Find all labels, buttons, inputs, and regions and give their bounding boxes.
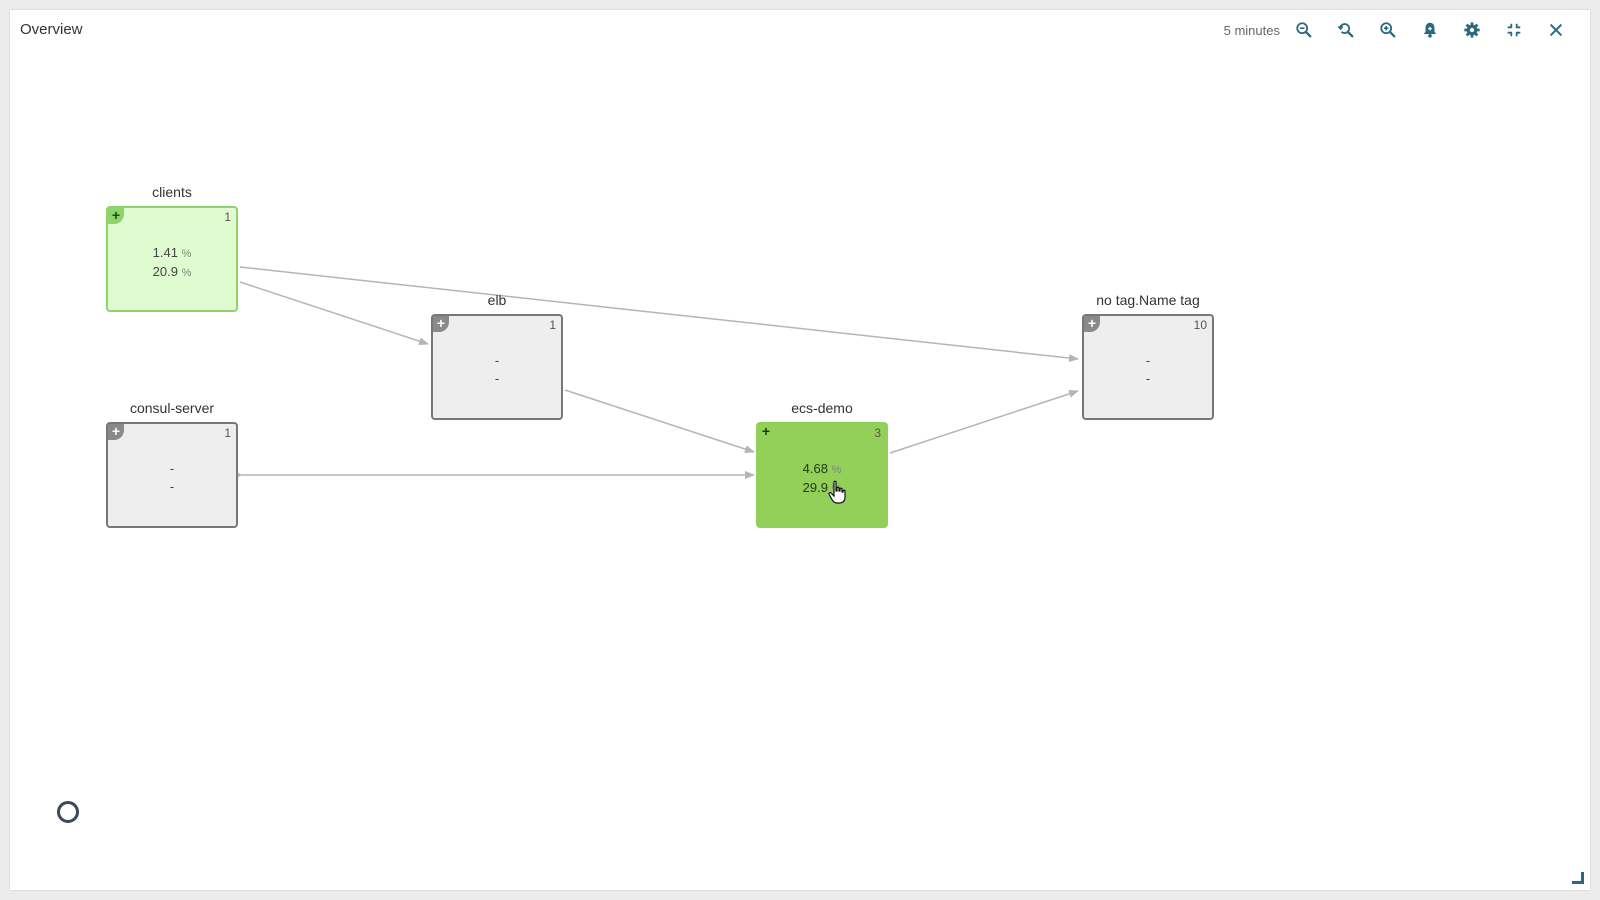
node-box[interactable]: + 1 1.41 % 20.9 % xyxy=(106,206,238,312)
collapse-button[interactable] xyxy=(1502,18,1526,42)
metric-1-value: - xyxy=(494,353,500,368)
node-box[interactable]: + 10 - - xyxy=(1082,314,1214,420)
edge-clients-elb[interactable] xyxy=(239,281,429,345)
time-range-label[interactable]: 5 minutes xyxy=(1223,22,1280,38)
node-metrics: 4.68 % 29.9 % xyxy=(758,460,886,498)
instance-count: 1 xyxy=(224,426,231,440)
resize-handle-icon[interactable] xyxy=(1572,872,1584,884)
close-button[interactable] xyxy=(1544,18,1568,42)
node-name: elb xyxy=(487,292,507,308)
metric-1-value: 1.41 xyxy=(152,245,178,260)
metric-1-unit: % xyxy=(831,464,842,476)
metric-2-value: - xyxy=(494,371,500,386)
expand-plus-icon[interactable]: + xyxy=(108,424,124,440)
node-metrics: 1.41 % 20.9 % xyxy=(108,244,236,282)
metric-1-value: - xyxy=(169,461,175,476)
panel-header: Overview 5 minutes xyxy=(10,10,1590,50)
hand-cursor-icon xyxy=(828,480,846,504)
node-ecs-demo[interactable]: ecs-demo + 3 4.68 % 29.9 % xyxy=(756,400,888,528)
node-elb[interactable]: elb + 1 - - xyxy=(431,292,563,420)
reset-zoom-icon xyxy=(1337,23,1354,38)
collapse-icon xyxy=(1507,23,1521,37)
node-box[interactable]: + 3 4.68 % 29.9 % xyxy=(756,422,888,528)
instance-count: 1 xyxy=(224,210,231,224)
metric-2-value: - xyxy=(1145,371,1151,386)
metric-1-value: 4.68 xyxy=(802,461,828,476)
alerts-button[interactable] xyxy=(1418,18,1442,42)
instance-count: 10 xyxy=(1193,318,1207,332)
alert-bell-icon xyxy=(1423,22,1437,38)
metric-2-value: - xyxy=(169,479,175,494)
node-name: no tag.Name tag xyxy=(1096,292,1200,308)
metric-2-unit: % xyxy=(181,267,192,279)
node-name: clients xyxy=(152,184,192,200)
node-box[interactable]: + 1 - - xyxy=(431,314,563,420)
service-map-canvas[interactable]: clients + 1 1.41 % 20.9 % elb + 1 - - xyxy=(10,10,1590,890)
node-consul-server[interactable]: consul-server + 1 - - xyxy=(106,400,238,528)
node-name: ecs-demo xyxy=(791,400,853,416)
node-metrics: - - xyxy=(433,352,561,388)
expand-plus-icon[interactable]: + xyxy=(108,208,124,224)
expand-plus-icon[interactable]: + xyxy=(433,316,449,332)
expand-plus-icon[interactable]: + xyxy=(1084,316,1100,332)
metric-2-value: 29.9 xyxy=(802,480,828,495)
gear-icon xyxy=(1464,22,1480,38)
toolbar: 5 minutes xyxy=(1224,18,1568,42)
node-box[interactable]: + 1 - - xyxy=(106,422,238,528)
expand-plus-icon[interactable]: + xyxy=(761,423,771,439)
close-icon xyxy=(1549,23,1563,37)
zoom-in-button[interactable] xyxy=(1376,18,1400,42)
edge-ecsdemo-notag[interactable] xyxy=(889,390,1079,454)
metric-1-value: - xyxy=(1145,353,1151,368)
zoom-in-icon xyxy=(1380,22,1396,38)
instance-count: 3 xyxy=(874,426,881,440)
loading-spinner-icon xyxy=(57,801,79,823)
node-metrics: - - xyxy=(1084,352,1212,388)
metric-2-value: 20.9 xyxy=(152,264,178,279)
edge-elb-ecsdemo[interactable] xyxy=(564,389,755,453)
edges-layer xyxy=(233,266,1079,479)
zoom-out-icon xyxy=(1296,22,1312,38)
edge-clients-notag[interactable] xyxy=(239,266,1079,362)
node-no-tag[interactable]: no tag.Name tag + 10 - - xyxy=(1082,292,1214,420)
node-metrics: - - xyxy=(108,460,236,496)
page-title: Overview xyxy=(20,21,83,38)
zoom-out-button[interactable] xyxy=(1292,18,1316,42)
instance-count: 1 xyxy=(549,318,556,332)
node-clients[interactable]: clients + 1 1.41 % 20.9 % xyxy=(106,184,238,312)
node-name: consul-server xyxy=(129,400,215,416)
metric-1-unit: % xyxy=(181,248,192,260)
overview-panel: clients + 1 1.41 % 20.9 % elb + 1 - - xyxy=(10,10,1590,890)
settings-button[interactable] xyxy=(1460,18,1484,42)
reset-zoom-button[interactable] xyxy=(1334,18,1358,42)
